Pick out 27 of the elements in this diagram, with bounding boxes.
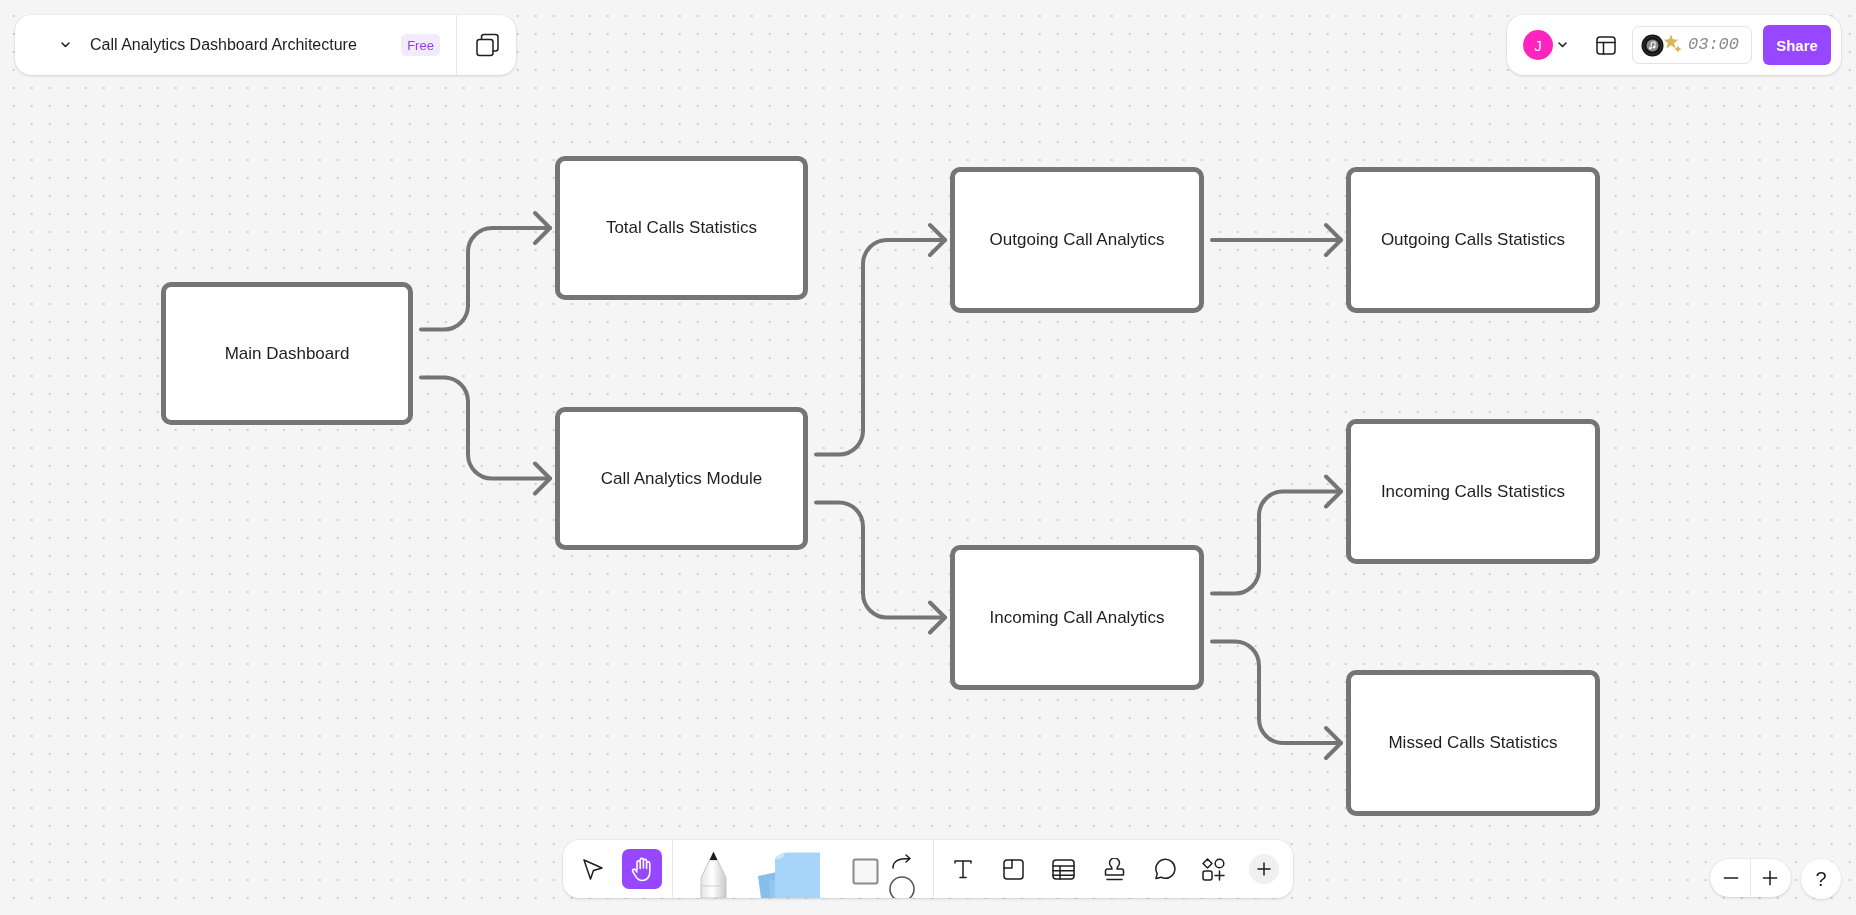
node-label: Missed Calls Statistics: [1388, 733, 1558, 753]
node-label: Incoming Calls Statistics: [1380, 481, 1566, 502]
node-label: Main Dashboard: [224, 343, 350, 364]
process-box: [950, 167, 1204, 313]
timer-readout: 03:00: [1688, 34, 1739, 56]
file-title: Call Analytics Dashboard Architecture: [90, 36, 357, 54]
process-box: [1346, 419, 1600, 564]
node-label: Call Analytics Module: [600, 468, 763, 489]
process-box: [161, 282, 413, 425]
process-box: [555, 407, 808, 550]
process-box: [555, 156, 808, 300]
arrow: [814, 500, 947, 635]
arrow: [419, 211, 552, 332]
share-button: Share: [1763, 25, 1831, 65]
arrow: [1210, 223, 1343, 257]
node-label: Outgoing Calls Statistics: [1380, 230, 1566, 250]
process-box: [1346, 670, 1600, 816]
plan-badge: Free: [401, 34, 440, 56]
arrow: [419, 375, 552, 496]
arrow: [814, 223, 947, 457]
node-label: Incoming Call Analytics: [989, 607, 1165, 628]
process-box: [1346, 167, 1600, 313]
node-label: Total Calls Statistics: [605, 218, 758, 238]
arrow: [1210, 639, 1343, 760]
process-box: [950, 545, 1204, 690]
node-label: Outgoing Call Analytics: [989, 230, 1165, 250]
arrow: [1210, 474, 1343, 596]
